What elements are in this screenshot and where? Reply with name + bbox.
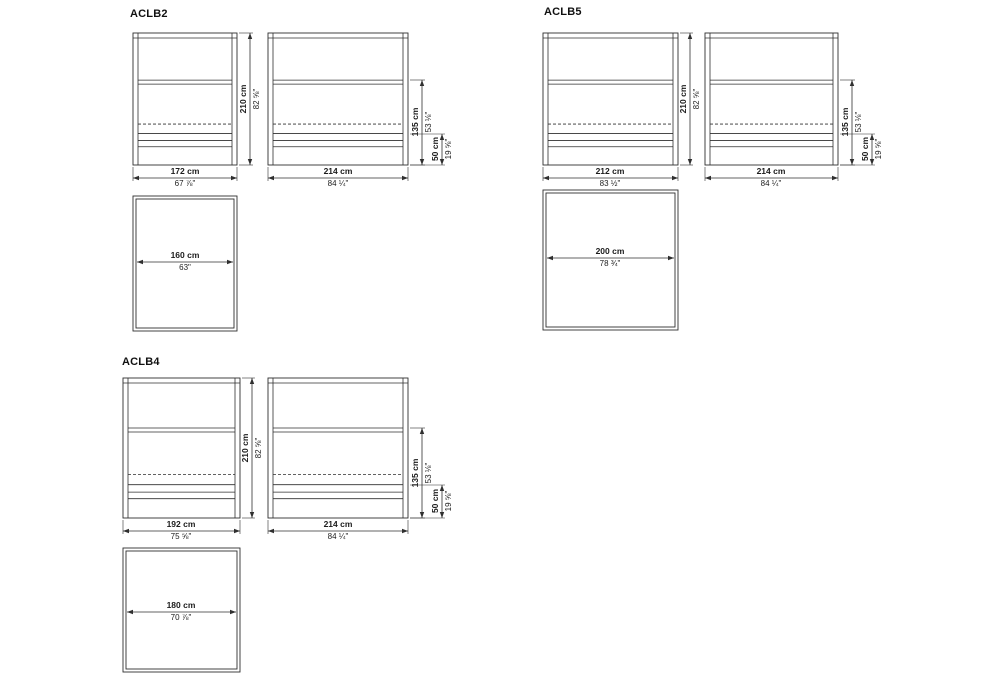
- aclb4-top-width-in: 70 ⅞": [170, 613, 192, 622]
- aclb2-front-view: [132, 32, 238, 166]
- aclb4-upper-height-in: 53 ⅛": [424, 462, 433, 484]
- aclb2-height-cm: 210 cm: [237, 84, 248, 114]
- aclb5-side-view: [704, 32, 839, 166]
- aclb2-front-width-cm: 172 cm: [170, 166, 200, 176]
- aclb5-top-width-cm: 200 cm: [595, 246, 625, 256]
- aclb4-side-width-in: 84 ¼": [327, 532, 349, 541]
- aclb5-side-width-cm: 214 cm: [756, 166, 786, 176]
- aclb4-upper-height-cm: 135 cm: [409, 458, 420, 488]
- aclb5-height-cm: 210 cm: [677, 84, 688, 114]
- aclb2-side-width-cm: 214 cm: [323, 166, 353, 176]
- section-title-aclb5: ACLB5: [544, 6, 582, 18]
- aclb4-base-height-in: 19 ⅝": [444, 490, 453, 512]
- aclb5-base-height-in: 19 ⅝": [874, 138, 883, 160]
- aclb2-top-width-cm: 160 cm: [170, 250, 200, 260]
- aclb5-base-height-cm: 50 cm: [859, 136, 870, 162]
- aclb5-front-width-cm: 212 cm: [595, 166, 625, 176]
- aclb2-base-height-in: 19 ⅝": [444, 138, 453, 160]
- section-title-aclb2: ACLB2: [130, 8, 168, 20]
- aclb2-upper-height-in: 53 ⅛": [424, 111, 433, 133]
- aclb4-base-height-cm: 50 cm: [429, 488, 440, 514]
- aclb5-upper-height-in: 53 ⅛": [854, 111, 863, 133]
- aclb2-base-height-cm: 50 cm: [429, 136, 440, 162]
- aclb5-height-in: 82 ⅝": [692, 88, 701, 110]
- aclb4-height-in: 82 ⅝": [254, 437, 263, 459]
- aclb4-front-view: [122, 377, 241, 519]
- aclb2-side-width-in: 84 ¼": [327, 179, 349, 188]
- section-title-aclb4: ACLB4: [122, 356, 160, 368]
- aclb5-top-view: [542, 189, 679, 331]
- aclb2-height-in: 82 ⅝": [252, 88, 261, 110]
- aclb2-front-width-in: 67 ⅞": [174, 179, 196, 188]
- aclb4-side-view: [267, 377, 409, 519]
- aclb4-front-width-cm: 192 cm: [166, 519, 196, 529]
- aclb4-top-width-cm: 180 cm: [166, 600, 196, 610]
- aclb2-top-view: [132, 195, 238, 332]
- aclb2-side-view: [267, 32, 409, 166]
- aclb4-front-width-in: 75 ⅝": [170, 532, 192, 541]
- aclb4-side-width-cm: 214 cm: [323, 519, 353, 529]
- aclb5-side-width-in: 84 ¼": [760, 179, 782, 188]
- aclb5-front-view: [542, 32, 679, 166]
- aclb2-top-width-in: 63": [179, 263, 191, 272]
- aclb2-upper-height-cm: 135 cm: [409, 107, 420, 137]
- aclb5-front-width-in: 83 ½": [599, 179, 621, 188]
- aclb4-height-cm: 210 cm: [239, 433, 250, 463]
- aclb4-top-view: [122, 547, 241, 673]
- dimension-lines: [122, 32, 875, 534]
- aclb5-top-width-in: 78 ¾": [599, 259, 621, 268]
- aclb5-upper-height-cm: 135 cm: [839, 107, 850, 137]
